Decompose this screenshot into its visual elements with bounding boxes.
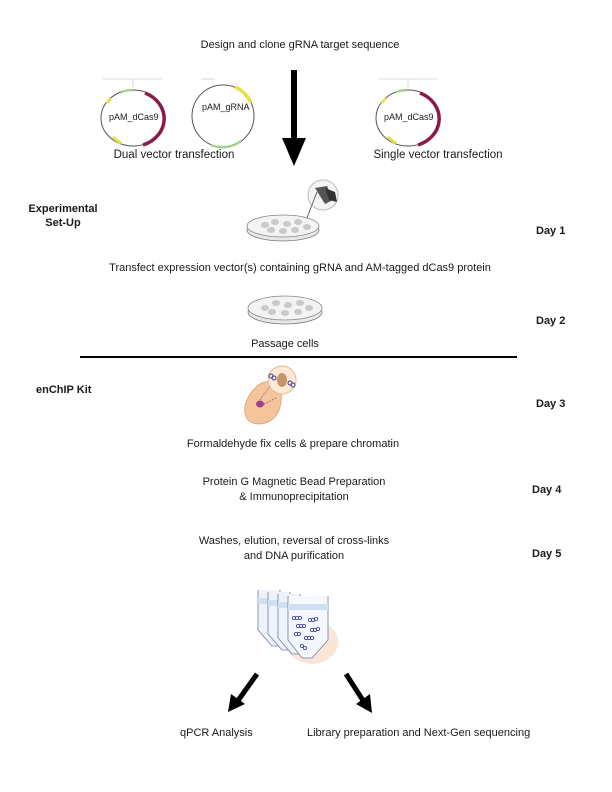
step-label: Transfect expression vector(s) containin… — [109, 262, 491, 274]
step-label: Passage cells — [251, 338, 319, 350]
plasmid-label: pAM_gRNA — [202, 102, 250, 112]
arrow-to-qpcr — [228, 672, 260, 712]
petri-dish-icon — [247, 295, 323, 325]
plasmid-grna-icon — [191, 78, 255, 149]
step-label-line: and DNA purification — [243, 550, 345, 562]
down-arrow-main — [282, 70, 306, 166]
day-label: Day 2 — [536, 315, 566, 327]
step-label: Protein G Magnetic Bead Preparation & Im… — [203, 475, 386, 505]
section-label-experimental: Experimental Set-Up — [28, 202, 98, 230]
plasmid-dcas9-dual-icon — [100, 78, 166, 147]
step-label: Washes, elution, reversal of cross-links… — [199, 534, 389, 564]
day-label: Day 3 — [536, 398, 566, 410]
plasmid-dcas9-single-icon — [375, 78, 441, 147]
tubes-icon — [257, 590, 338, 664]
outcome-sequencing: Library preparation and Next-Gen sequenc… — [307, 727, 531, 739]
step-label-line: Washes, elution, reversal of cross-links — [198, 535, 390, 547]
step-label: Formaldehyde fix cells & prepare chromat… — [186, 438, 400, 450]
plasmid-label: pAM_dCas9 — [109, 112, 159, 122]
cell-chromatin-icon — [244, 365, 297, 425]
step-label-line: & Immunoprecipitation — [239, 491, 349, 503]
section-label-kit: enChIP Kit — [36, 384, 92, 396]
outcome-qpcr: qPCR Analysis — [180, 727, 253, 739]
day-label: Day 5 — [532, 548, 562, 560]
section-label-line: Set-Up — [45, 217, 81, 229]
petri-dish-with-pipette-icon — [246, 179, 339, 242]
plasmid-label: pAM_dCas9 — [384, 112, 434, 122]
single-vector-caption: Single vector transfection — [373, 149, 503, 161]
arrow-to-sequencing — [343, 672, 372, 713]
step-label-line: Protein G Magnetic Bead Preparation — [202, 476, 386, 488]
day-label: Day 1 — [536, 225, 566, 237]
section-label-line: Experimental — [28, 203, 98, 215]
section-divider — [80, 356, 517, 358]
day-label: Day 4 — [532, 484, 562, 496]
workflow-title: Design and clone gRNA target sequence — [200, 39, 400, 51]
dual-vector-caption: Dual vector transfection — [113, 149, 235, 161]
